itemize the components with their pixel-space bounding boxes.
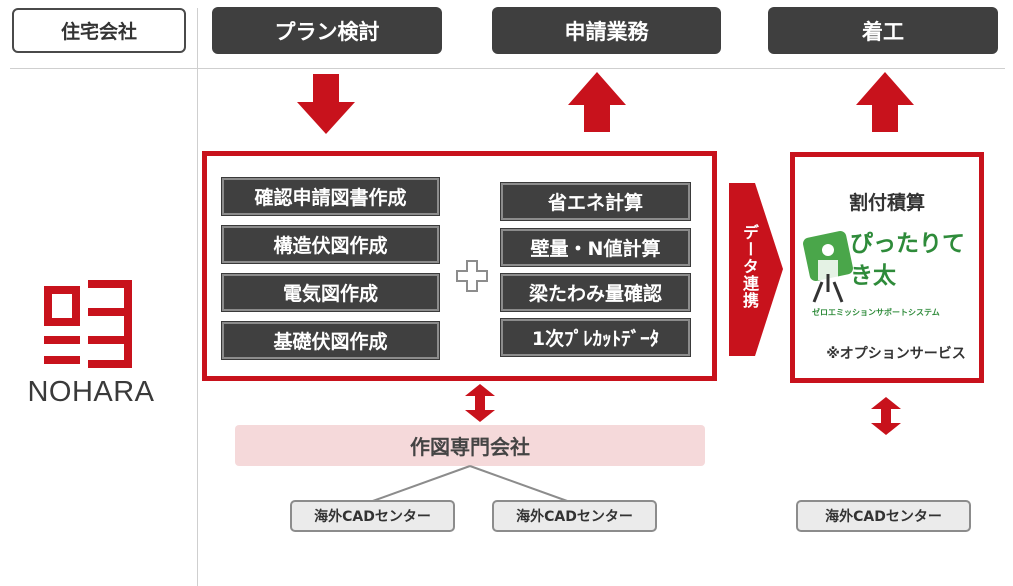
company-label: 住宅会社 xyxy=(12,8,186,53)
task-foundation-plan: 基礎伏図作成 xyxy=(221,321,440,360)
horizontal-divider xyxy=(10,68,1005,69)
product-tagline: ゼロエミッションサポートシステム xyxy=(812,308,940,317)
phase-plan-review: プラン検討 xyxy=(212,7,442,54)
task-wall-calc: 壁量・N値計算 xyxy=(500,228,691,267)
double-arrow-icon xyxy=(465,384,495,422)
double-arrow-icon xyxy=(871,397,901,435)
option-service-box xyxy=(790,152,984,383)
option-box-title: 割付積算 xyxy=(848,192,925,214)
option-service-note: ※オプションサービス xyxy=(826,346,966,362)
task-precut-data: 1次ﾌﾟﾚｶｯﾄﾃﾞｰﾀ xyxy=(500,318,691,357)
drafting-company-bar: 作図専門会社 xyxy=(235,425,705,466)
task-energy-calc: 省エネ計算 xyxy=(500,182,691,221)
cad-center-3: 海外CADセンター xyxy=(796,500,971,532)
nohara-logo-icon xyxy=(44,280,132,368)
plus-icon xyxy=(456,260,488,292)
task-electrical-plan: 電気図作成 xyxy=(221,273,440,312)
task-beam-check: 梁たわみ量確認 xyxy=(500,273,691,312)
data-link-label: データ連携 xyxy=(740,224,759,309)
cad-center-1: 海外CADセンター xyxy=(290,500,455,532)
phase-construction: 着工 xyxy=(768,7,998,54)
product-logo-icon xyxy=(803,231,853,303)
phase-application: 申請業務 xyxy=(492,7,721,54)
nohara-logo-text: NOHARA xyxy=(27,376,155,408)
data-link-arrow-icon xyxy=(729,183,783,356)
cad-center-2: 海外CADセンター xyxy=(492,500,657,532)
connector-lines xyxy=(369,465,571,503)
task-structural-plan: 構造伏図作成 xyxy=(221,225,440,264)
arrow-up-icon xyxy=(568,72,626,132)
vertical-divider xyxy=(197,8,198,586)
task-confirmation-docs: 確認申請図書作成 xyxy=(221,177,440,216)
product-logo-text: ぴったりてき太 xyxy=(850,231,965,289)
arrow-up-icon xyxy=(856,72,914,132)
arrow-down-icon xyxy=(297,74,355,134)
